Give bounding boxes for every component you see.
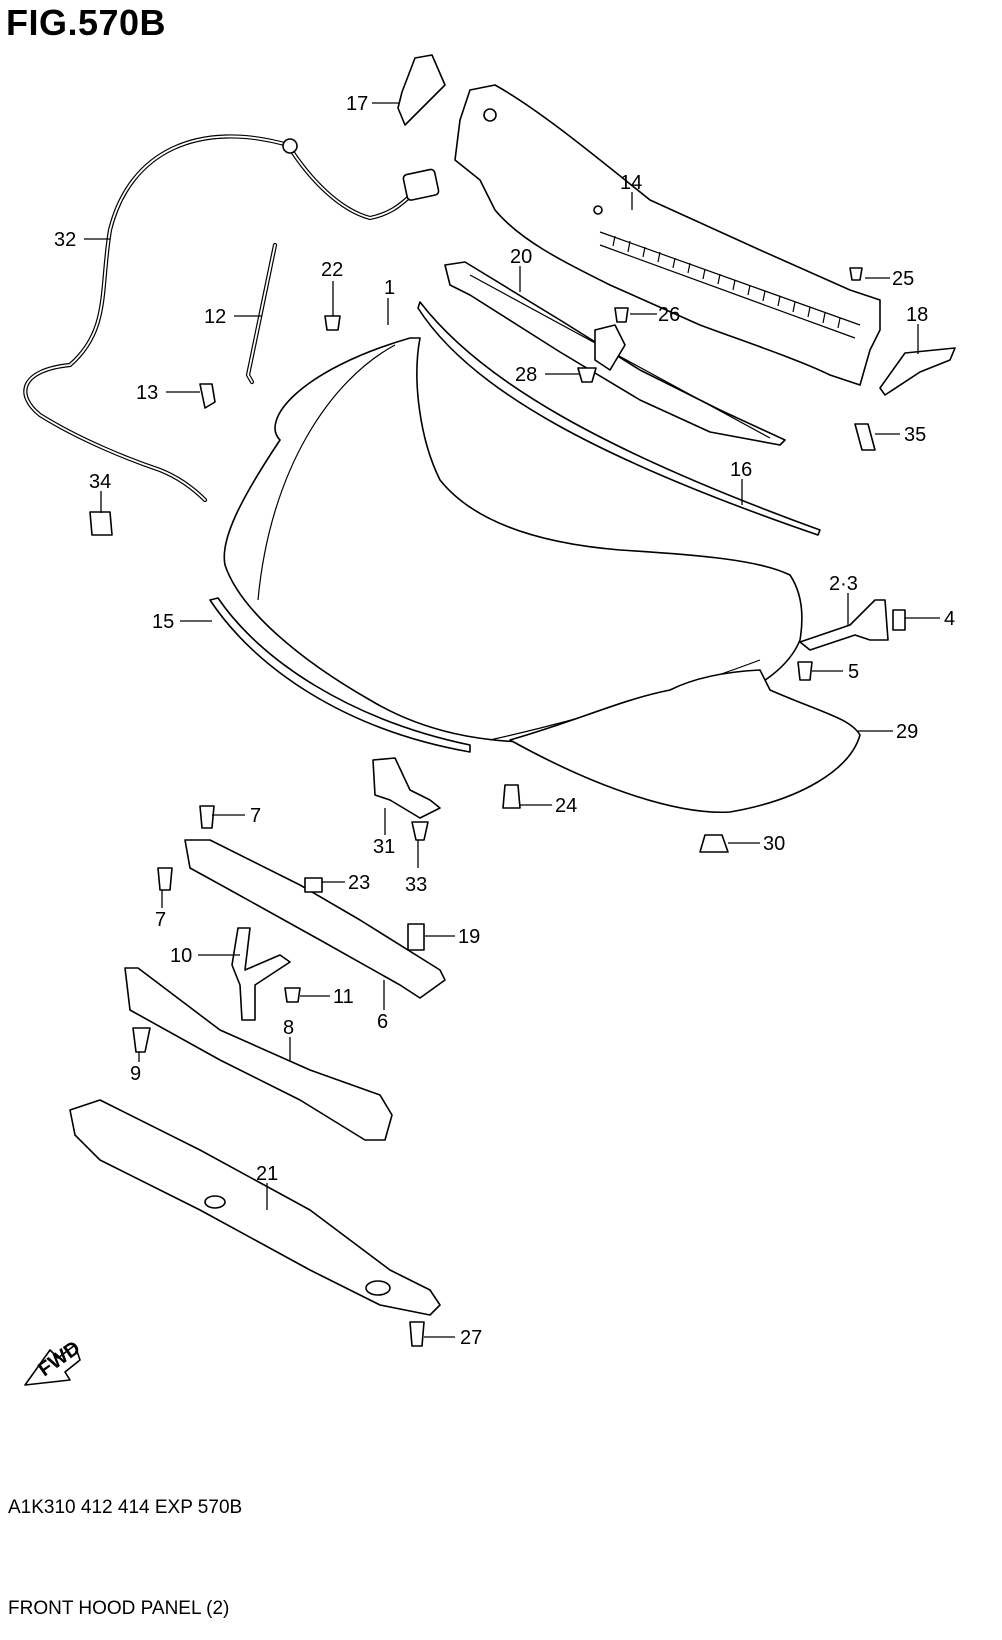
callout-35: 35 (904, 424, 926, 446)
callout-labels: 17 14 32 20 22 25 1 12 26 18 28 13 35 16… (54, 93, 955, 1349)
callout-7b: 7 (155, 909, 166, 931)
fasteners (89, 267, 906, 1347)
callout-15: 15 (152, 611, 174, 633)
cowl-side-bracket (879, 347, 956, 396)
cowl-top-panel (454, 84, 881, 386)
callout-31: 31 (373, 836, 395, 858)
callout-18: 18 (906, 304, 928, 326)
hood-insulator (509, 669, 861, 814)
leader-lines (84, 102, 940, 1338)
hood-hinge (799, 599, 889, 651)
nut-28 (577, 367, 597, 383)
clip-22 (324, 315, 341, 331)
callout-24: 24 (555, 795, 577, 817)
lower-member-hole (365, 1280, 391, 1296)
lock-bracket (231, 927, 291, 1021)
callout-22: 22 (321, 259, 343, 281)
callout-2-3: 2·3 (829, 573, 858, 595)
callout-34: 34 (89, 471, 111, 493)
callout-6: 6 (377, 1011, 388, 1033)
callout-30: 30 (763, 833, 785, 855)
callout-28: 28 (515, 364, 537, 386)
callout-23: 23 (348, 872, 370, 894)
radiator-support-lower (69, 1099, 441, 1316)
clip-13 (199, 383, 216, 409)
cowl-side-cover (397, 54, 446, 126)
radiator-support-upper (184, 839, 446, 999)
clip-30 (699, 834, 729, 853)
callout-12: 12 (204, 306, 226, 328)
callout-26: 26 (658, 304, 680, 326)
callout-33: 33 (405, 874, 427, 896)
callout-5: 5 (848, 661, 859, 683)
callout-16: 16 (730, 459, 752, 481)
callout-25: 25 (892, 268, 914, 290)
callout-11: 11 (333, 986, 354, 1008)
hood-seal-front (209, 597, 471, 753)
callout-7a: 7 (250, 805, 261, 827)
cushion-19 (407, 923, 425, 951)
callout-21: 21 (256, 1163, 278, 1185)
callout-27: 27 (460, 1327, 482, 1349)
clip-24 (502, 784, 521, 809)
bumper-23 (304, 877, 323, 893)
clip-35 (854, 423, 876, 451)
callout-10: 10 (170, 945, 192, 967)
lower-member-hole (204, 1195, 226, 1209)
callout-17: 17 (346, 93, 368, 115)
hood-lock (372, 757, 441, 819)
callout-9: 9 (130, 1063, 141, 1085)
clip-34 (89, 511, 113, 536)
forward-direction-arrow: FWD (24, 1337, 84, 1386)
footer-name: FRONT HOOD PANEL (2) (8, 1598, 230, 1619)
callout-13: 13 (136, 382, 158, 404)
bolt-7a (199, 805, 215, 829)
hood-release-cable (23, 134, 440, 503)
callout-1: 1 (384, 277, 395, 299)
bumper-reinforcement (124, 967, 393, 1141)
callout-4: 4 (944, 608, 955, 630)
bolt-11 (284, 987, 301, 1003)
bolt-27 (409, 1321, 425, 1347)
bolt-4 (892, 609, 906, 631)
clip-25 (849, 267, 863, 281)
bolt-5 (797, 661, 813, 681)
bolt-7b (157, 867, 173, 891)
cowl-inner-bracket (444, 261, 786, 446)
callout-14: 14 (620, 172, 642, 194)
bolt-26 (614, 307, 629, 323)
hood-seal-rear (417, 301, 821, 536)
footer-code: A1K310 412 414 EXP 570B (8, 1497, 243, 1518)
callout-32: 32 (54, 229, 76, 251)
bolt-9 (132, 1027, 151, 1053)
callout-19: 19 (458, 926, 480, 948)
callout-20: 20 (510, 246, 532, 268)
hood-stay-rod (245, 242, 278, 385)
figure-title: FIG.570B (6, 2, 167, 43)
bolt-33 (411, 821, 429, 841)
callout-8: 8 (283, 1017, 294, 1039)
callout-29: 29 (896, 721, 918, 743)
